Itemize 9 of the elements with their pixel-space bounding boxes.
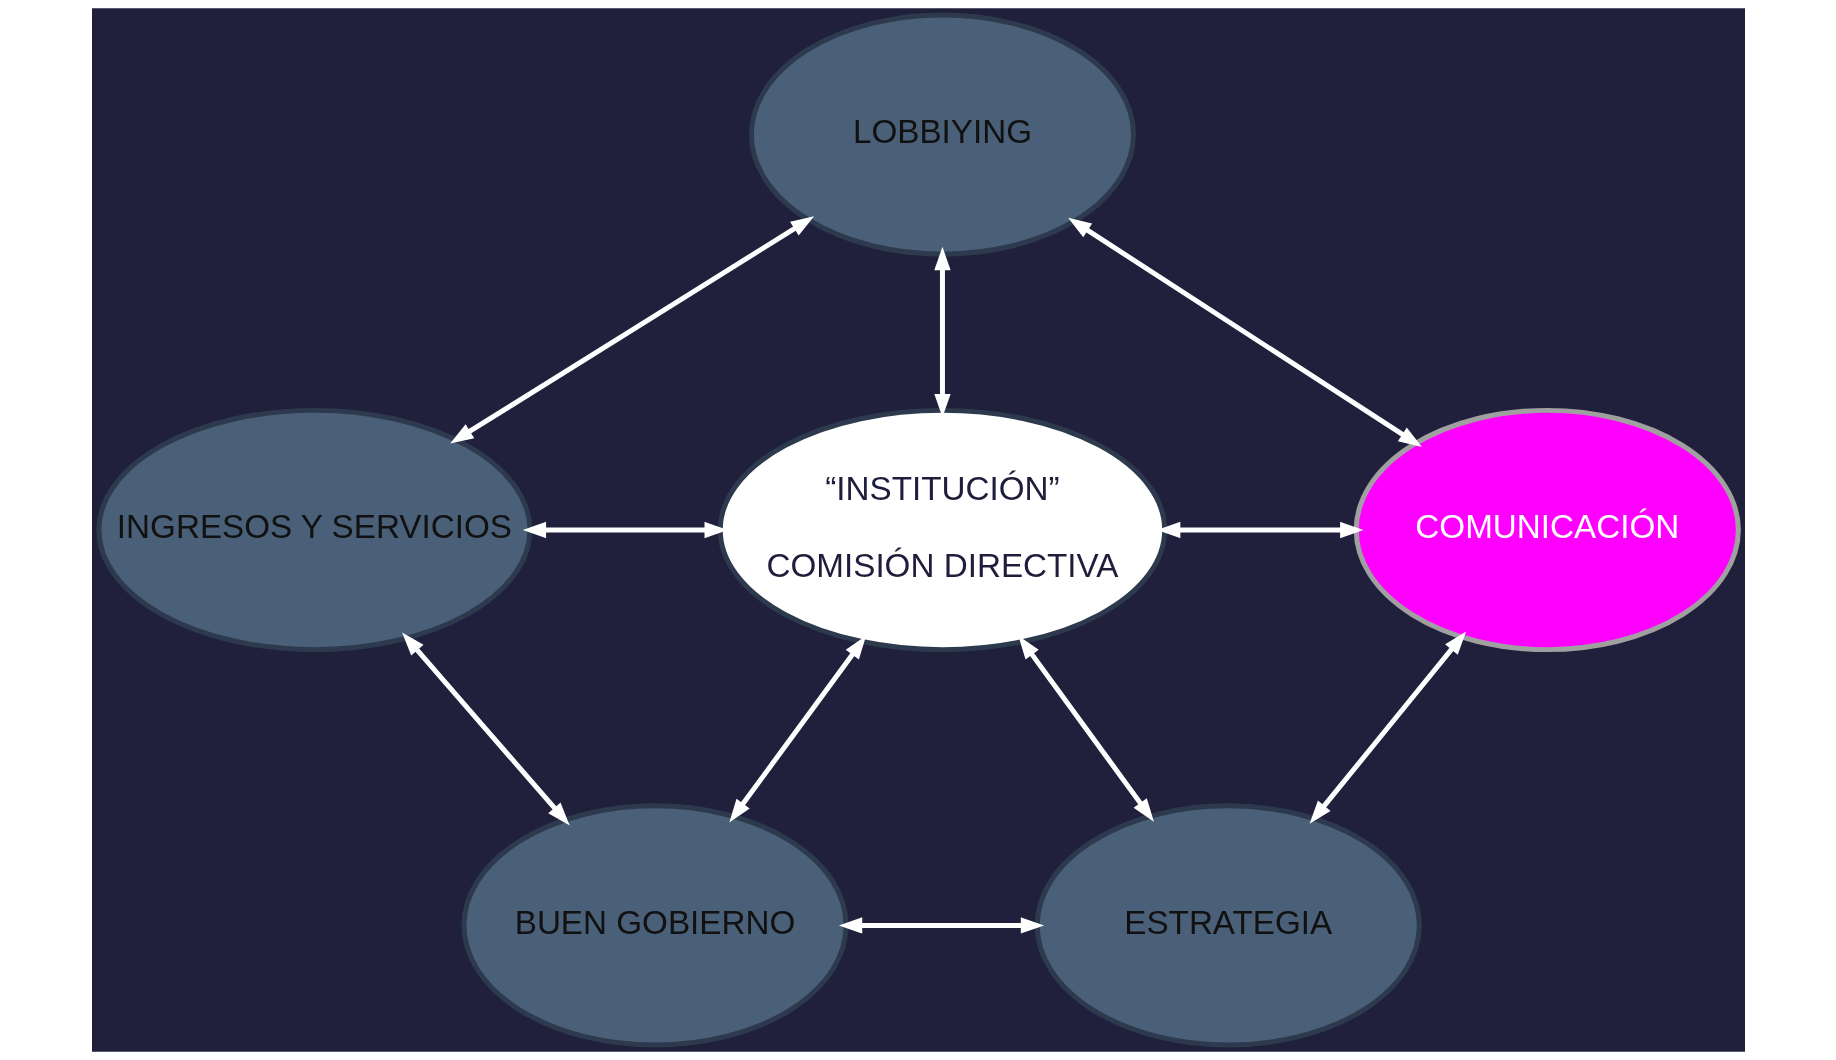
node-ellipse: INGRESOS Y SERVICIOS xyxy=(95,407,532,653)
arrow xyxy=(1067,217,1422,448)
node-ellipse: ESTRATEGIA xyxy=(1034,803,1422,1048)
arrow xyxy=(1309,631,1466,824)
node-ellipse: “INSTITUCIÓN” COMISIÓN DIRECTIVA xyxy=(717,407,1167,653)
arrow xyxy=(401,632,570,826)
node-ellipse: LOBBIYING xyxy=(748,12,1136,257)
arrow xyxy=(449,216,814,444)
arrow xyxy=(838,917,1044,934)
